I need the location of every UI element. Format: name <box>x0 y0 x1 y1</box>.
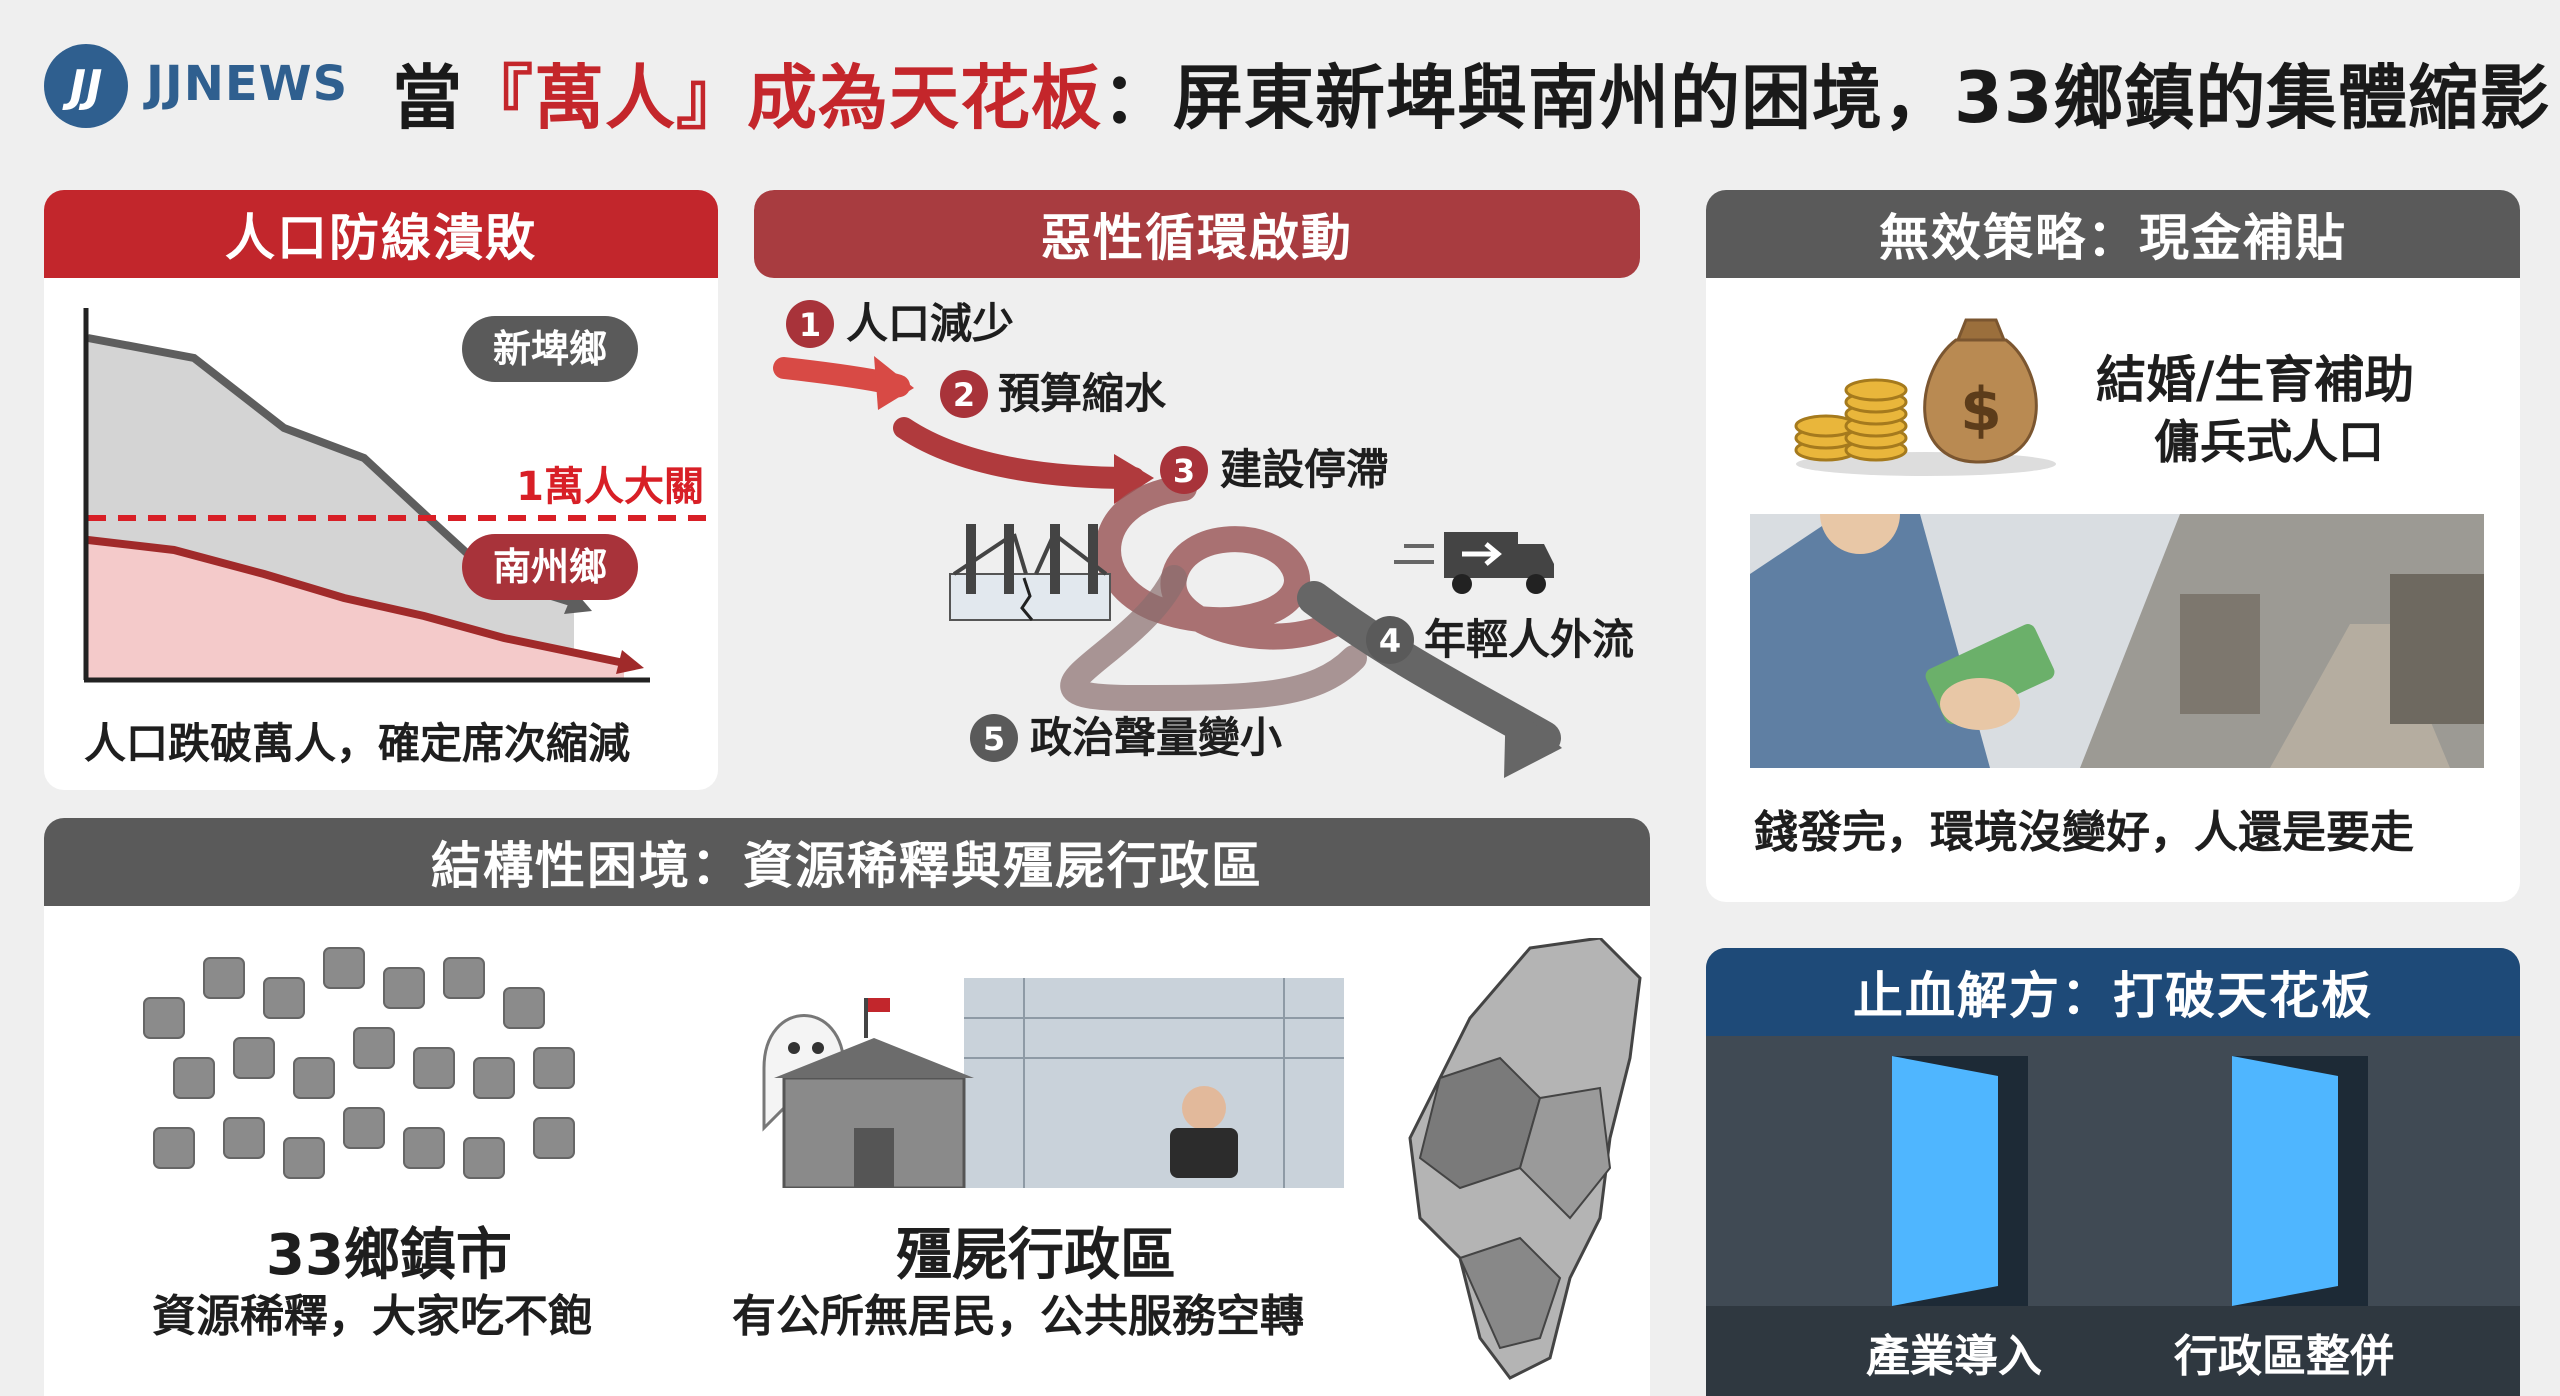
solution-panel: 止血解方：打破天花板 產業導入 行政區整併 <box>1706 948 2520 1396</box>
cycle-panel-title: 惡性循環啟動 <box>754 190 1640 278</box>
jjnews-logo-text: JJNEWS <box>146 56 349 112</box>
step-3-label: 建設停滯 <box>1220 445 1388 494</box>
solution-panel-title: 止血解方：打破天花板 <box>1706 948 2520 1036</box>
step-5-label: 政治聲量變小 <box>1030 713 1282 762</box>
subsidy-panel: 無效策略：現金補貼 $ 結婚/生育補助 傭兵式人口 錢發完，環境沒變好，人還是要… <box>1706 190 2520 902</box>
cycle-arrow-red-head <box>874 356 914 410</box>
subsidy-panel-title: 無效策略：現金補貼 <box>1706 190 2520 278</box>
title-suffix: ：屏東新埤與南州的困境，33鄉鎮的集體縮影 <box>1102 57 2551 139</box>
step-4-number: 4 <box>1379 622 1401 660</box>
svg-text:$: $ <box>1960 375 2002 445</box>
nanzhou-area <box>88 540 624 678</box>
money-bag-icon: $ <box>1794 318 2056 476</box>
cycle-spiral-outer <box>1060 565 1367 712</box>
scattered-puzzle-pieces-icon <box>143 947 575 1179</box>
title-highlight: 『萬人』成為天花板 <box>463 57 1102 139</box>
nanzhou-label: 南州鄉 <box>493 545 607 589</box>
cycle-spiral <box>1095 475 1357 650</box>
step-1-number: 1 <box>799 306 821 344</box>
structure-panel-title: 結構性困境：資源稀釋與殭屍行政區 <box>44 818 1650 906</box>
counties-title: 33鄉鎮市 <box>266 1223 512 1288</box>
nanzhou-line <box>87 536 625 667</box>
population-panel-title: 人口防線潰敗 <box>44 190 718 278</box>
subsidy-line1: 結婚/生育補助 <box>2096 351 2415 409</box>
cash-and-decay-illustration <box>1750 514 2484 768</box>
subsidy-caption: 錢發完，環境沒變好，人還是要走 <box>1754 807 2414 858</box>
step-2-label: 預算縮水 <box>998 369 1167 418</box>
zombie-district-subtitle: 有公所無居民，公共服務空轉 <box>732 1291 1304 1342</box>
moving-truck-icon <box>1394 532 1554 594</box>
cycle-diagram: 1 人口減少 2 預算縮水 3 建設停滯 4 年輕人外流 5 政治聲量變小 <box>773 299 1634 778</box>
step-1-label: 人口減少 <box>846 299 1014 348</box>
cycle-arrow-maroon <box>893 417 1145 489</box>
zombie-district-illustration <box>762 978 1344 1188</box>
threshold-label: 1萬人大關 <box>516 464 704 510</box>
structure-panel: 結構性困境：資源稀釋與殭屍行政區 33鄉鎮市 資源稀釋，大家吃不飽 殭屍行政區 … <box>44 818 1650 1396</box>
step-5-number: 5 <box>983 720 1005 758</box>
title-prefix: 當 <box>392 57 463 139</box>
jjnews-logo-mark: JJ <box>44 44 128 128</box>
step-4-label: 年輕人外流 <box>1424 615 1634 664</box>
step-3-number: 3 <box>1173 452 1195 490</box>
step-2-number: 2 <box>953 376 975 414</box>
cycle-panel: 惡性循環啟動 <box>754 190 1640 278</box>
nanzhou-arrowhead <box>616 650 644 674</box>
xinpi-label: 新埤鄉 <box>493 327 607 371</box>
population-panel: 人口防線潰敗 新埤鄉 南州鄉 1萬人大關 人口跌破萬人，確定席次縮減 <box>44 190 718 790</box>
door1-label: 產業導入 <box>1866 1331 2042 1382</box>
population-caption: 人口跌破萬人，確定席次縮減 <box>84 719 631 768</box>
broken-bridge-icon <box>949 524 1111 621</box>
door2-label: 行政區整併 <box>2174 1331 2394 1382</box>
subsidy-line2: 傭兵式人口 <box>2154 415 2384 469</box>
cycle-arrow-gray-head <box>1504 698 1562 778</box>
cycle-arrow-maroon-head <box>1114 454 1154 504</box>
xinpi-arrowhead <box>564 590 592 614</box>
population-line-diagram: 新埤鄉 南州鄉 1萬人大關 <box>83 308 708 683</box>
counties-subtitle: 資源稀釋，大家吃不飽 <box>152 1291 592 1342</box>
page-title: 當『萬人』成為天花板：屏東新埤與南州的困境，33鄉鎮的集體縮影 <box>392 42 2550 143</box>
open-doors-illustration <box>1706 1036 2520 1396</box>
pingtung-map-icon <box>1408 938 1642 1380</box>
zombie-district-title: 殭屍行政區 <box>896 1223 1176 1288</box>
